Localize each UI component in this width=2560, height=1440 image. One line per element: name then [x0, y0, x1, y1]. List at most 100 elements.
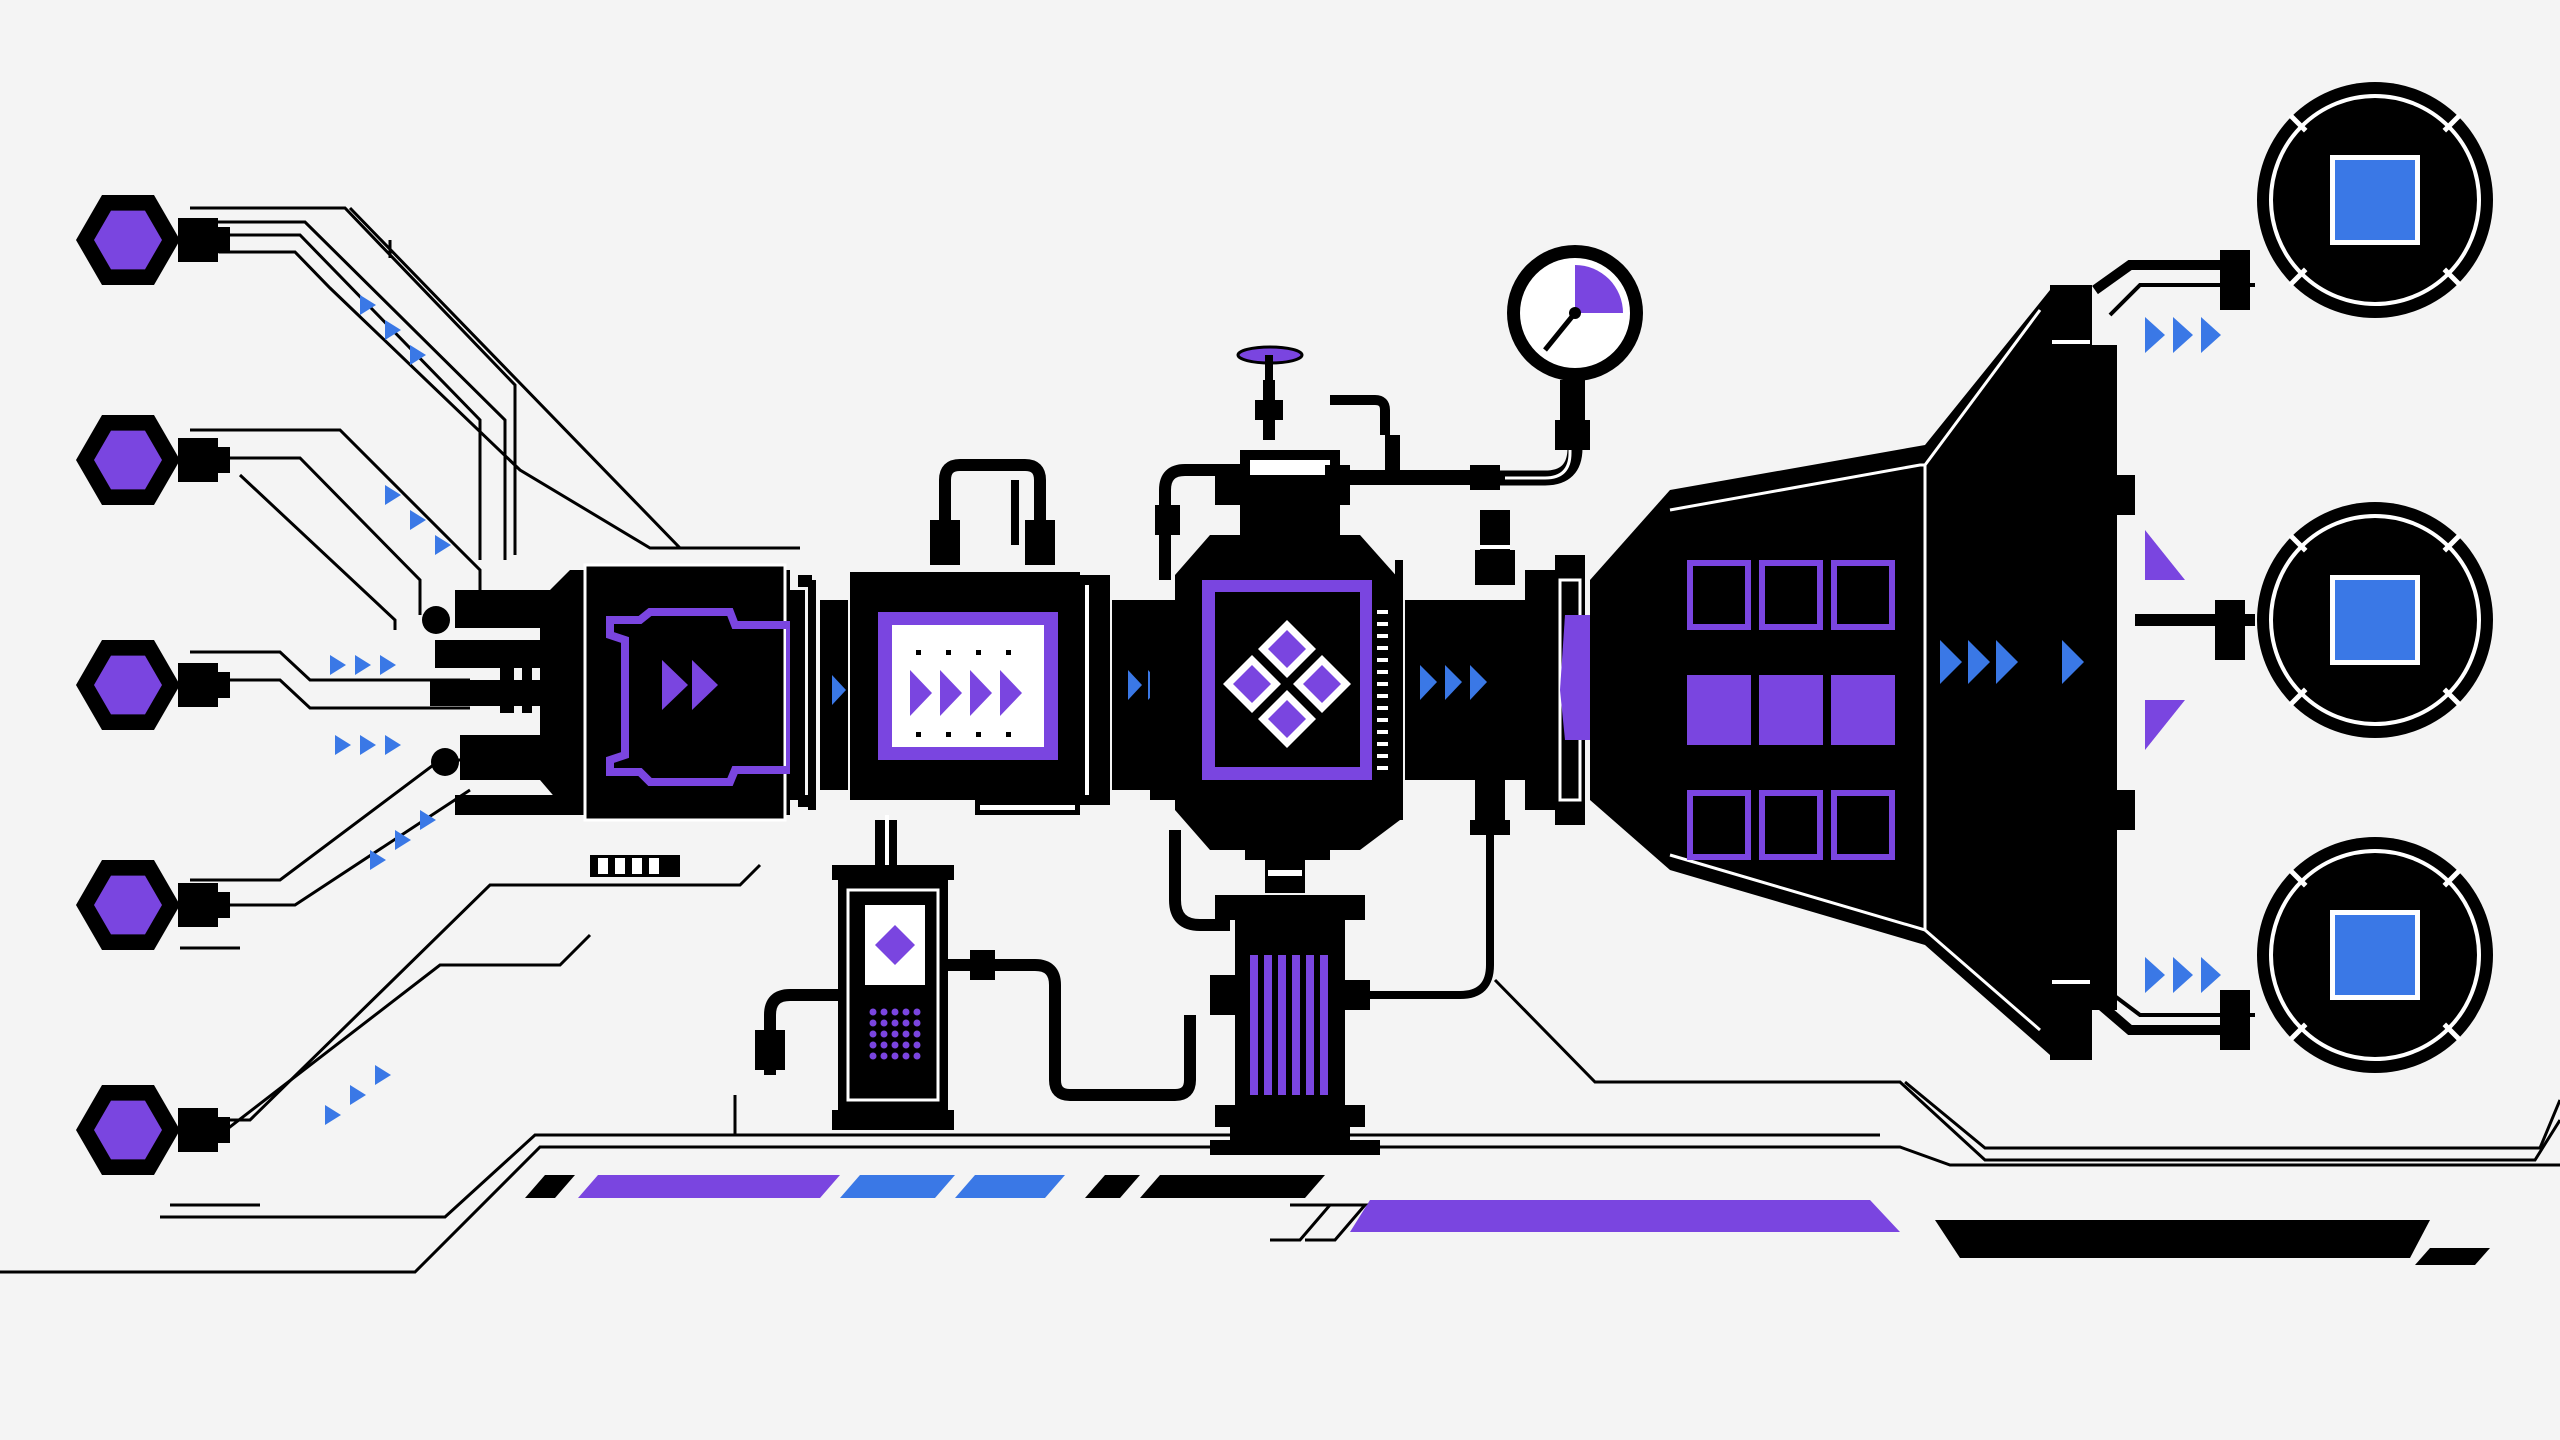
grid-cell — [1687, 560, 1751, 630]
vent-tick — [1377, 766, 1388, 770]
vent-tick — [1377, 682, 1388, 686]
flow-direction-arrow-icon — [420, 810, 436, 830]
tank-vent-dot — [902, 1019, 910, 1027]
input-node-5 — [76, 1085, 230, 1175]
input-node-connector — [178, 1108, 218, 1152]
input-node-connector — [178, 663, 218, 707]
flow-direction-arrow-icon — [350, 1085, 366, 1105]
output-port-1 — [2257, 82, 2493, 318]
output-port-notch — [2442, 868, 2462, 888]
input-wiring — [170, 206, 800, 1207]
mixing-chamber — [1150, 345, 1525, 931]
output-nodes — [2257, 82, 2493, 1073]
input-node-core — [94, 210, 162, 270]
output-port-notch — [2442, 687, 2462, 707]
pressure-vent-ticks — [1377, 610, 1388, 770]
status-bars — [525, 1175, 2490, 1265]
output-port-ring — [2269, 514, 2481, 726]
input-node-core — [94, 1100, 162, 1160]
tank-vent-dot — [869, 1041, 877, 1049]
diamond-cluster-icon — [1223, 620, 1351, 748]
flow-direction-arrow-icon — [2173, 317, 2193, 353]
output-port-notch — [2442, 533, 2462, 553]
flow-direction-arrow-icon — [380, 655, 396, 675]
flow-direction-arrow-icon — [370, 850, 386, 870]
input-node-connector — [178, 438, 218, 482]
input-node-core — [94, 875, 162, 935]
output-port-core — [2335, 580, 2415, 660]
output-port-notch — [2288, 1022, 2308, 1042]
radiator-fin — [1264, 955, 1272, 1095]
input-node-core — [94, 430, 162, 490]
output-flow-arrows — [2145, 317, 2221, 993]
flow-direction-arrow-icon — [330, 655, 346, 675]
vent-tick — [1377, 634, 1388, 638]
flow-direction-arrow-icon — [2145, 317, 2165, 353]
output-port-notch — [2288, 533, 2308, 553]
grid-cell — [1687, 675, 1751, 745]
flow-direction-arrow-icon — [335, 735, 351, 755]
tank-vent-dot — [891, 1030, 899, 1038]
input-flow-arrows — [325, 295, 451, 1125]
tank-vent-dot — [902, 1008, 910, 1016]
tank-vent-dot — [891, 1008, 899, 1016]
grid-cell — [1687, 790, 1751, 860]
output-port-ring — [2269, 849, 2481, 1061]
radiator-fin — [1320, 955, 1328, 1095]
output-port-notch — [2288, 267, 2308, 287]
output-port-notch — [2442, 267, 2462, 287]
pressure-gauge-icon — [1575, 265, 1623, 313]
radiator-icon — [1250, 955, 1328, 1095]
tank-vent-dot — [902, 1041, 910, 1049]
tank-vent-dot — [869, 1008, 877, 1016]
radiator-column — [1210, 780, 1510, 1155]
grid-cell — [1831, 560, 1895, 630]
radiator-fin — [1292, 955, 1300, 1095]
flow-direction-arrow-icon — [385, 735, 401, 755]
flow-direction-arrow-icon — [2201, 957, 2221, 993]
tank-vent-dot — [880, 1052, 888, 1060]
flow-direction-arrow-icon — [355, 655, 371, 675]
tank-vent-dot — [869, 1030, 877, 1038]
grid-panel-icon — [1687, 560, 1895, 860]
tank-vent-dot — [880, 1019, 888, 1027]
flow-direction-arrow-icon — [395, 830, 411, 850]
vent-tick — [1377, 706, 1388, 710]
tank-vent-dot — [913, 1019, 921, 1027]
tank-vent-dot — [891, 1052, 899, 1060]
vent-tick — [1377, 694, 1388, 698]
vent-tick — [1377, 754, 1388, 758]
vent-tick — [1377, 730, 1388, 734]
flow-direction-arrow-icon — [410, 510, 426, 530]
output-wiring — [2091, 250, 2255, 1050]
radiator-fin — [1278, 955, 1286, 1095]
output-port-notch — [2288, 868, 2308, 888]
grid-cell — [1759, 790, 1823, 860]
tank-vent-dot — [880, 1030, 888, 1038]
vent-tick — [1377, 658, 1388, 662]
flow-direction-arrow-icon — [375, 1065, 391, 1085]
output-port-notch — [2288, 113, 2308, 133]
flow-direction-arrow-icon — [2173, 957, 2193, 993]
tank-vent-dot — [902, 1030, 910, 1038]
tank-vent-dot — [891, 1041, 899, 1049]
output-port-2 — [2257, 502, 2493, 738]
vent-tick — [1377, 670, 1388, 674]
tank-vent-dot — [869, 1052, 877, 1060]
vent-tick — [1377, 742, 1388, 746]
distribution-hopper — [1669, 285, 2185, 1060]
input-node-core — [94, 655, 162, 715]
radiator-fin — [1306, 955, 1314, 1095]
flow-direction-arrow-icon — [360, 735, 376, 755]
grid-cell — [1759, 675, 1823, 745]
tank-vent-dots — [869, 1008, 921, 1060]
tank-vent-dot — [913, 1052, 921, 1060]
output-port-core — [2335, 915, 2415, 995]
vent-tick — [1377, 622, 1388, 626]
flow-direction-arrow-icon — [385, 320, 401, 340]
tank-vent-dot — [880, 1008, 888, 1016]
flow-direction-arrow-icon — [360, 295, 376, 315]
tank-vent-dot — [913, 1008, 921, 1016]
